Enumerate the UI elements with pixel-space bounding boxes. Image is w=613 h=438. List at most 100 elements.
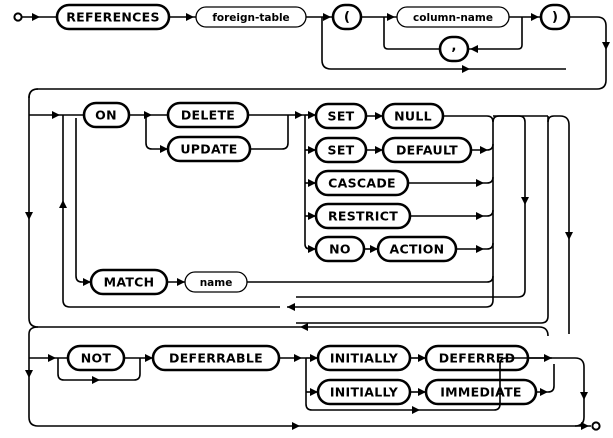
node-on-label: ON bbox=[95, 108, 117, 123]
node-references-label: REFERENCES bbox=[66, 10, 160, 25]
node-default-label: DEFAULT bbox=[396, 143, 458, 158]
arrow-cascade-merge bbox=[476, 179, 484, 187]
arrow-fan3-skip bbox=[412, 406, 420, 414]
node-match-label: MATCH bbox=[104, 275, 155, 290]
node-set2-label: SET bbox=[328, 143, 355, 158]
arrow-restrict-merge bbox=[476, 212, 484, 220]
arrow-match-to-name bbox=[177, 278, 185, 286]
arrow-deferrable-out bbox=[294, 354, 302, 362]
node-default[interactable]: DEFAULT bbox=[381, 136, 473, 164]
node-set-null-set[interactable]: SET bbox=[314, 102, 368, 130]
arrow-not-skip bbox=[92, 376, 100, 384]
arrow-final-down bbox=[580, 392, 588, 400]
node-deferred[interactable]: DEFERRED bbox=[424, 344, 530, 372]
node-null[interactable]: NULL bbox=[381, 102, 445, 130]
rail-action-merge bbox=[456, 242, 494, 250]
node-delete[interactable]: DELETE bbox=[166, 101, 250, 129]
node-delete-label: DELETE bbox=[181, 108, 235, 123]
node-action[interactable]: ACTION bbox=[376, 235, 458, 263]
arrow-default-merge bbox=[480, 146, 488, 154]
rail-group2-loop-bottom bbox=[62, 115, 280, 308]
rail-sec3-to-end bbox=[554, 357, 585, 427]
rail-fan3-skip-merge bbox=[493, 357, 554, 411]
node-null-label: NULL bbox=[394, 109, 432, 124]
arrow-row1-wrap-down bbox=[602, 42, 610, 50]
row-references: REFERENCES foreign-table ( column-name bbox=[13, 3, 610, 112]
node-foreign-table[interactable]: foreign-table bbox=[195, 6, 307, 28]
arrow-group2-outer-down bbox=[521, 197, 529, 205]
rail-sec2-corner bbox=[28, 88, 39, 99]
rail-skip-paren-group bbox=[321, 17, 566, 70]
arrow-sec2-bottom-left bbox=[300, 323, 308, 331]
arrow-to-rparen bbox=[531, 13, 539, 21]
rail-match-merge bbox=[247, 275, 494, 283]
node-initially2-label: INITIALLY bbox=[330, 385, 399, 400]
arrow-merge-to-actions bbox=[295, 111, 303, 119]
arrow-skip-paren-group bbox=[462, 65, 470, 73]
arrow-on-clause-loop-back bbox=[287, 303, 295, 311]
node-on[interactable]: ON bbox=[82, 101, 131, 129]
node-initially1-label: INITIALLY bbox=[330, 351, 399, 366]
node-name-label: name bbox=[200, 277, 233, 289]
rail-sec2-far-right bbox=[547, 115, 570, 334]
node-immediate[interactable]: IMMEDIATE bbox=[424, 378, 538, 406]
arrow-to-foreign-table bbox=[186, 13, 194, 21]
rail-update-merge bbox=[250, 115, 289, 150]
node-foreign-table-label: foreign-table bbox=[212, 12, 289, 24]
node-update[interactable]: UPDATE bbox=[166, 135, 252, 163]
arrow-into-on bbox=[52, 111, 60, 119]
node-column-name[interactable]: column-name bbox=[396, 6, 510, 28]
node-deferrable-label: DEFERRABLE bbox=[169, 351, 263, 366]
rail-comma-loop-left bbox=[383, 17, 440, 50]
rail-restrict-merge bbox=[410, 209, 494, 217]
node-name[interactable]: name bbox=[184, 271, 248, 293]
node-set-default-set[interactable]: SET bbox=[314, 136, 368, 164]
node-initially-2[interactable]: INITIALLY bbox=[316, 378, 412, 406]
node-set1-label: SET bbox=[328, 109, 355, 124]
node-update-label: UPDATE bbox=[180, 142, 237, 157]
arrow-sec2-far-right-down bbox=[565, 232, 573, 240]
rail-group2-outer-return bbox=[296, 115, 526, 298]
node-action-label: ACTION bbox=[390, 242, 445, 257]
arrow-section2-bypass-down bbox=[25, 212, 33, 220]
rail-on-to-update bbox=[145, 115, 168, 150]
end-circle-icon bbox=[591, 421, 601, 431]
node-restrict-label: RESTRICT bbox=[328, 209, 398, 224]
arrow-to-lparen bbox=[323, 13, 331, 21]
arrow-immediate-merge bbox=[540, 388, 548, 396]
rail-cascade-merge bbox=[408, 176, 494, 184]
rail-on-clause-back-to-loop bbox=[287, 255, 494, 308]
arrow-end bbox=[581, 422, 589, 430]
rail-sec3-bypass bbox=[28, 334, 569, 427]
arrow-sec3-bypass-down bbox=[25, 370, 33, 378]
node-match[interactable]: MATCH bbox=[89, 268, 169, 296]
node-comma-box bbox=[438, 35, 470, 63]
node-cascade[interactable]: CASCADE bbox=[314, 169, 410, 197]
node-restrict[interactable]: RESTRICT bbox=[314, 202, 412, 230]
node-comma[interactable]: , bbox=[438, 35, 470, 63]
node-no[interactable]: NO bbox=[314, 235, 366, 263]
node-deferrable[interactable]: DEFERRABLE bbox=[151, 344, 281, 372]
arrow-group2-loop-up bbox=[59, 200, 67, 208]
rail-fan3-skip bbox=[305, 403, 494, 411]
node-column-name-label: column-name bbox=[413, 12, 493, 24]
node-rparen[interactable]: ) bbox=[539, 3, 571, 31]
node-cascade-label: CASCADE bbox=[328, 176, 396, 191]
node-initially-1[interactable]: INITIALLY bbox=[316, 344, 412, 372]
node-lparen[interactable]: ( bbox=[331, 3, 363, 31]
node-immediate-label: IMMEDIATE bbox=[440, 385, 522, 400]
rail-sec2-mid-return bbox=[296, 116, 549, 324]
rail-sec3-corner bbox=[28, 326, 39, 335]
start-circle-icon bbox=[13, 12, 23, 22]
node-not-label: NOT bbox=[81, 351, 112, 366]
row-deferrable: NOT DEFERRABLE INITIALLY DEFERRED bbox=[25, 326, 601, 431]
arrow-action-merge bbox=[476, 245, 484, 253]
rail-comma-loop-right bbox=[468, 17, 523, 50]
arrow-comma-loop-back bbox=[470, 45, 478, 53]
node-rparen-label: ) bbox=[552, 9, 558, 25]
rail-sec2-bottom-out bbox=[28, 317, 549, 337]
node-references[interactable]: REFERENCES bbox=[55, 3, 171, 31]
node-not[interactable]: NOT bbox=[66, 344, 126, 372]
arrow-to-column-name bbox=[387, 13, 395, 21]
